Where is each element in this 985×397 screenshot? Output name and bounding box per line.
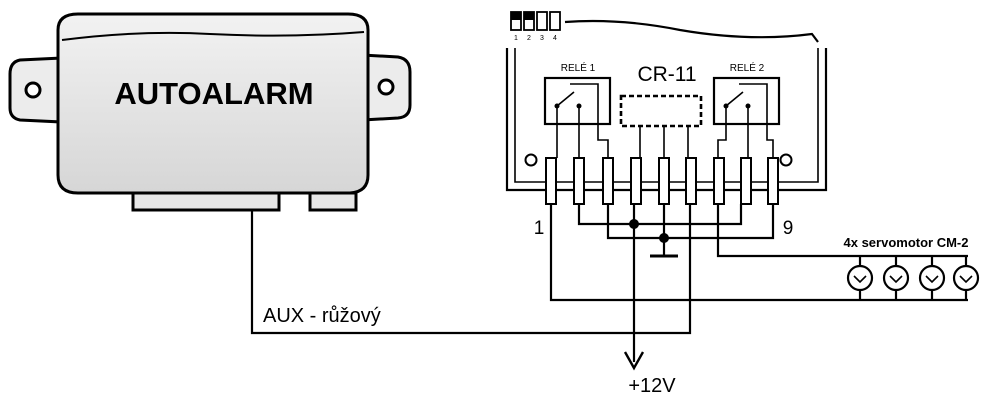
autoalarm-unit: AUTOALARM: [8, 12, 412, 212]
servomotor-4-icon: [952, 256, 980, 300]
module-torn-edge: [564, 19, 819, 43]
dip-label-4: 4: [553, 35, 557, 42]
dip-switch-3[interactable]: [536, 11, 548, 31]
autoalarm-title: AUTOALARM: [114, 76, 313, 111]
dip-label-2: 2: [527, 35, 531, 42]
servo-top-bus: [716, 204, 968, 258]
servomotor-3-icon: [918, 256, 946, 300]
terminal-pin-3[interactable]: [602, 157, 614, 205]
alarm-aux-connector: [308, 191, 358, 212]
autoalarm-body: [56, 12, 370, 195]
arrow-down-icon: [623, 351, 645, 371]
servomotor-1-icon: [846, 256, 874, 300]
servo-label: 4x servomotor CM-2: [844, 235, 969, 250]
terminal-pin-7[interactable]: [713, 157, 725, 205]
terminal-pin-8[interactable]: [740, 157, 752, 205]
terminal-pin-4[interactable]: [630, 157, 642, 205]
servomotor-2-icon: [882, 256, 910, 300]
alarm-main-connector: [131, 191, 281, 212]
right-mount-hole-icon: [377, 78, 395, 96]
servo-bottom-bus: [549, 204, 968, 302]
terminal-pin-5[interactable]: [658, 157, 670, 205]
relay-2-label: RELÉ 2: [730, 61, 765, 74]
servomotors: 4x servomotor CM-2: [844, 235, 980, 300]
external-wiring: [250, 204, 968, 371]
dip-label-1: 1: [514, 35, 518, 42]
terminal-strip: 1 9: [534, 124, 794, 239]
terminal-pin-9[interactable]: [767, 157, 779, 205]
left-mount-hole-icon: [24, 81, 42, 99]
terminal-pin-1[interactable]: [545, 157, 557, 205]
dip-switch-block: 1 2 3 4: [510, 11, 561, 42]
relay-1: RELÉ 1: [543, 61, 612, 126]
dip-label-3: 3: [540, 35, 544, 42]
pin-label-last: 9: [783, 218, 794, 239]
power-label: +12V: [628, 375, 676, 397]
autoalarm-top-edge: [61, 31, 365, 41]
module-hole-right-icon: [779, 153, 793, 167]
module-name: CR-11: [637, 63, 696, 86]
relay-1-label: RELÉ 1: [561, 61, 596, 74]
dashed-ic-outline: [619, 94, 703, 128]
aux-wire: [250, 204, 692, 335]
pin-label-first: 1: [534, 218, 545, 239]
relay-2: RELÉ 2: [712, 61, 781, 126]
module-hole-left-icon: [524, 153, 538, 167]
terminal-pin-6[interactable]: [685, 157, 697, 205]
dip-switch-4[interactable]: [549, 11, 561, 31]
aux-label: AUX - růžový: [263, 305, 381, 327]
terminal-pin-2[interactable]: [573, 157, 585, 205]
